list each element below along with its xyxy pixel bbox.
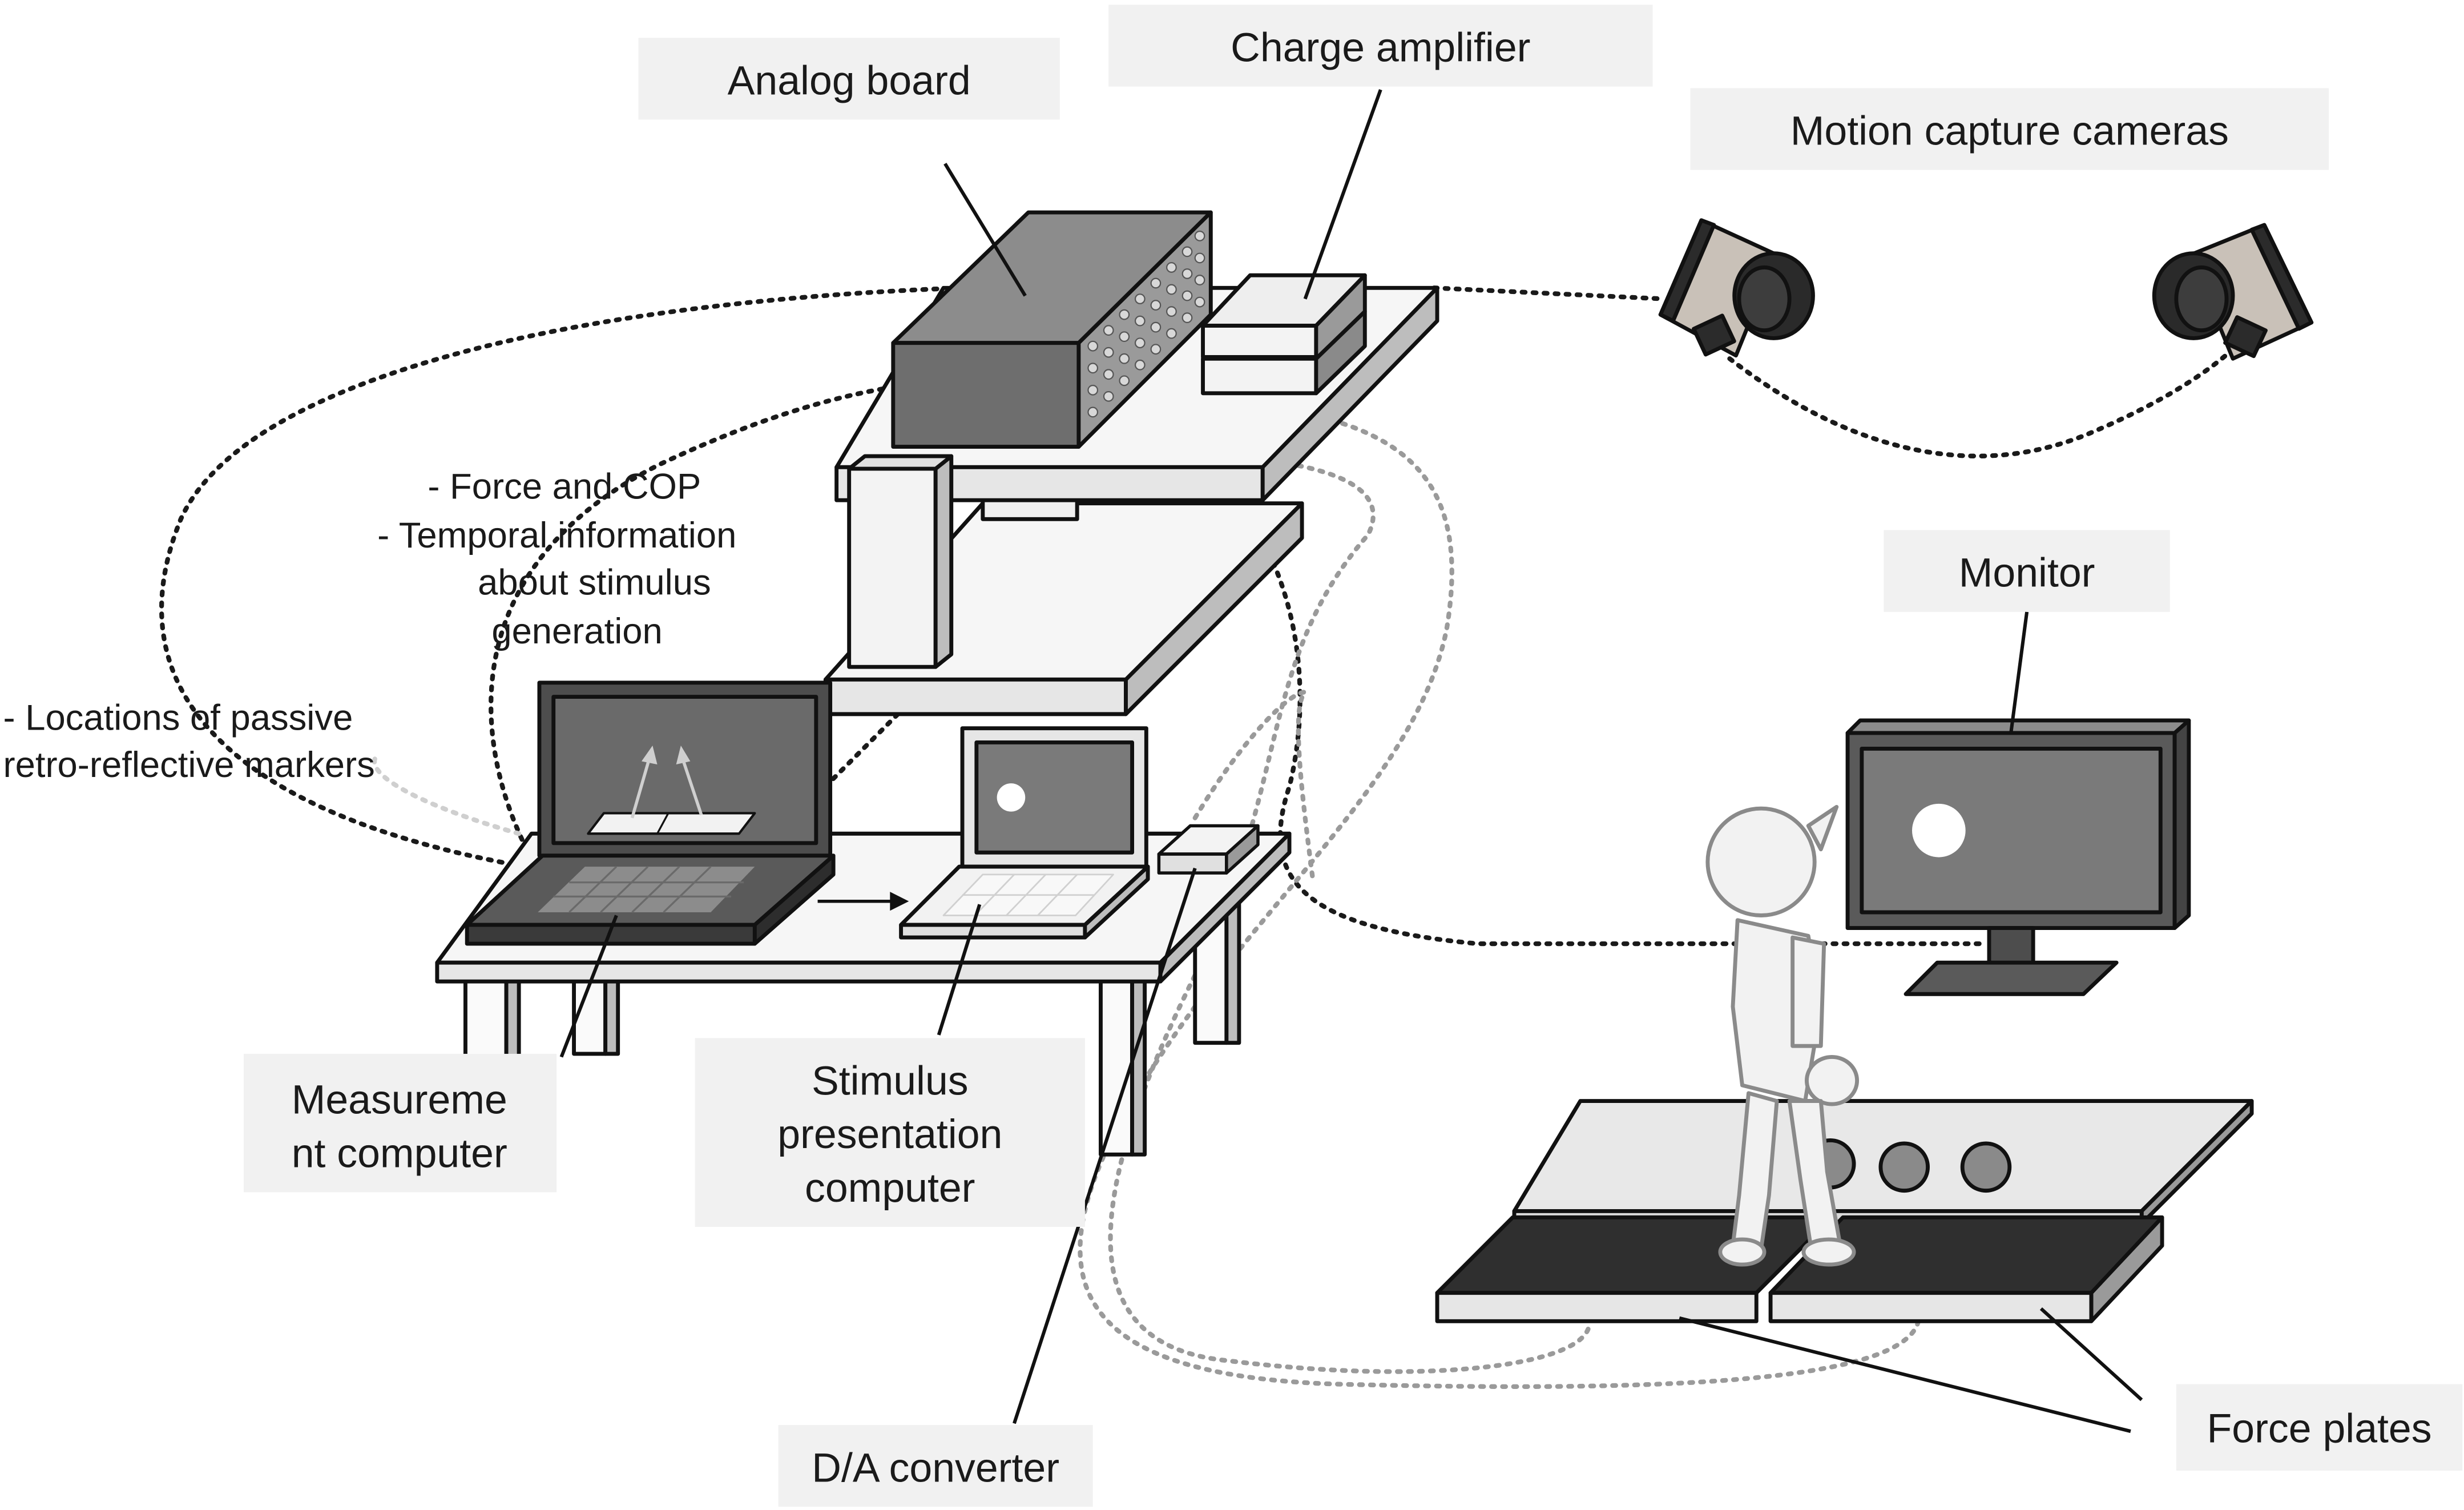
- measurement-laptop: [465, 680, 836, 946]
- cable-between-cameras: [1727, 347, 2236, 458]
- monitor: [1845, 718, 2191, 996]
- cable-forceplate-1: [1108, 457, 1591, 1374]
- stimulus-dot: [997, 783, 1026, 812]
- annotation-marker-line1: - Locations of passive: [3, 698, 353, 738]
- label-da-converter: D/A converter: [778, 1425, 1093, 1507]
- force-plate-left: [1435, 1215, 1834, 1295]
- label-motion-capture-cameras-text: Motion capture cameras: [1790, 108, 2229, 154]
- leader-lines: [559, 89, 2143, 1434]
- walkway-circles: [1804, 1138, 2012, 1193]
- force-plates-walkway: [1435, 1099, 2254, 1323]
- camera-left: [1658, 218, 1815, 358]
- label-monitor-text: Monitor: [1959, 550, 2095, 596]
- stimulus-laptop-keyboard: [942, 873, 1114, 916]
- camera-right: [2152, 223, 2314, 361]
- charge-amplifier: [1201, 273, 1367, 396]
- label-motion-capture-cameras: Motion capture cameras: [1690, 88, 2329, 170]
- annotation-marker-line2: retro-reflective markers: [3, 745, 375, 785]
- label-measurement-computer-line2: nt computer: [292, 1130, 507, 1176]
- label-da-converter-text: D/A converter: [812, 1445, 1059, 1491]
- label-force-plates: Force plates: [2176, 1384, 2463, 1471]
- label-monitor: Monitor: [1884, 530, 2170, 612]
- label-measurement-computer-line1: Measureme: [292, 1077, 507, 1123]
- cable-da-to-charge: [1192, 690, 1316, 884]
- keyboard-grid: [553, 865, 744, 913]
- measurement-laptop-keyboard: [538, 867, 755, 912]
- label-analog-board: Analog board: [638, 38, 1060, 120]
- annotation-force-line3: about stimulus: [478, 562, 711, 602]
- monitor-stimulus-dot: [1912, 803, 1966, 857]
- da-converter: [1157, 824, 1260, 875]
- annotation-force-line1: - Force and COP: [428, 466, 701, 506]
- annotation-marker-info: - Locations of passive retro-reflective …: [3, 698, 375, 785]
- label-charge-amplifier: Charge amplifier: [1108, 5, 1653, 87]
- label-stimulus-line2: presentation: [777, 1112, 1002, 1157]
- label-stimulus-line3: computer: [805, 1165, 975, 1211]
- label-stimulus-line1: Stimulus: [812, 1058, 969, 1104]
- label-stimulus-presentation-computer: Stimulus presentation computer: [695, 1038, 1085, 1227]
- participant-figure: [1705, 804, 1860, 1267]
- annotation-force-line4: generation: [491, 611, 662, 651]
- data-flow-arrow: [817, 892, 909, 911]
- label-charge-amplifier-text: Charge amplifier: [1231, 25, 1530, 71]
- cable-faint: [372, 752, 522, 836]
- analog-board: [891, 210, 1213, 449]
- cable-forceplate-2: [1078, 403, 1921, 1390]
- analog-board-connectors: [1087, 231, 1205, 418]
- stimulus-laptop: [899, 726, 1150, 940]
- label-measurement-computer: Measureme nt computer: [244, 1053, 557, 1193]
- cable-motion-loop: [159, 283, 1197, 871]
- annotation-force-line2: - Temporal information: [377, 516, 736, 555]
- annotation-force-info: - Force and COP - Temporal information a…: [377, 466, 736, 651]
- label-force-plates-text: Force plates: [2207, 1406, 2432, 1451]
- cable-analog-to-laptop: [489, 382, 907, 852]
- label-analog-board-text: Analog board: [728, 58, 971, 103]
- cable-top-to-cameras: [1431, 285, 1666, 301]
